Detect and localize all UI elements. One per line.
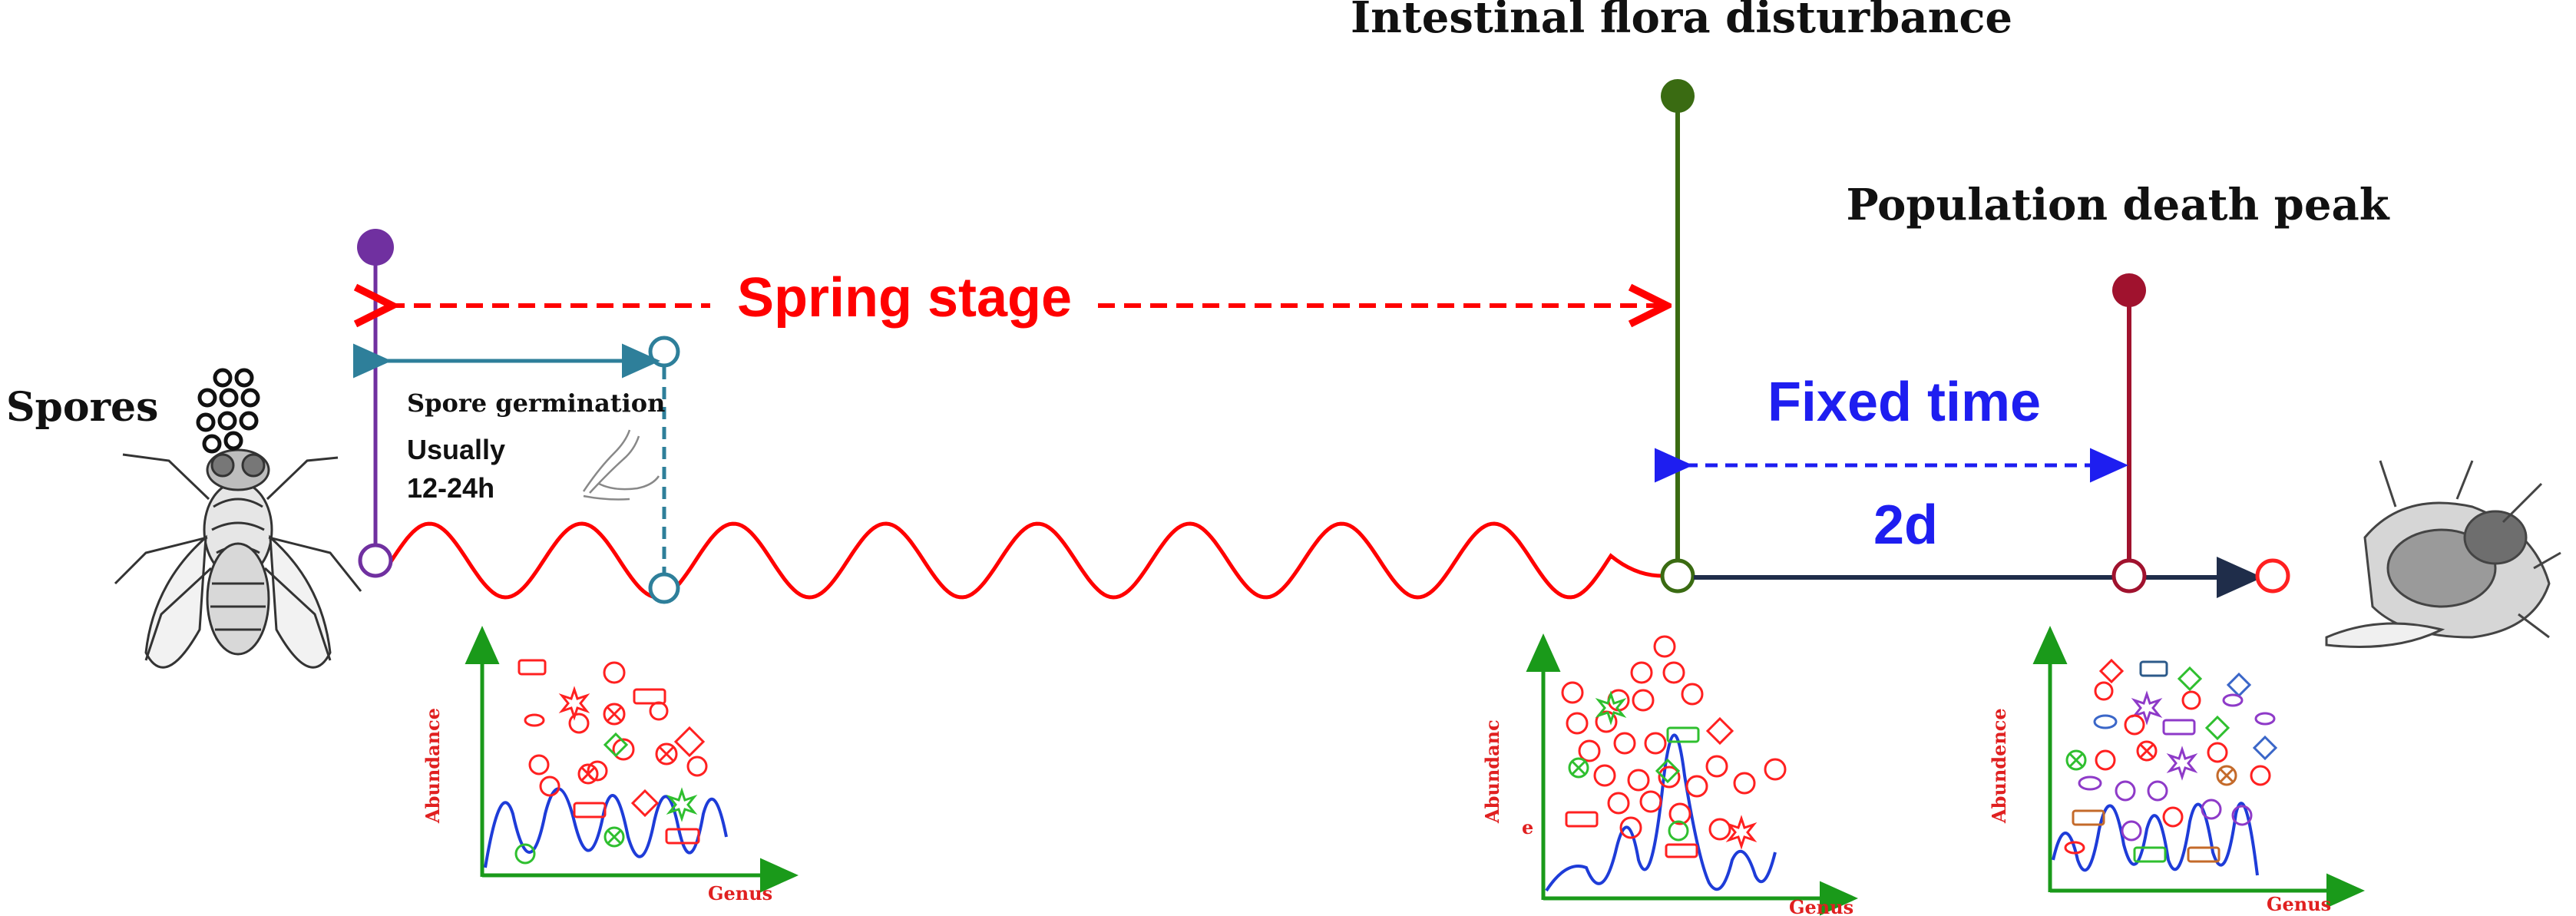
fixed-time-label: Fixed time xyxy=(1767,372,2041,433)
plot1-ylabel: Abundance xyxy=(422,708,444,824)
intestinal-flora-disturbance-label: Intestinal flora disturbance xyxy=(1351,0,2012,43)
plot2-ylabel-suffix: e xyxy=(1522,816,1533,838)
flora-marker-node xyxy=(1660,558,1695,594)
plot2-ylabel: Abundanc xyxy=(1481,719,1503,824)
plot3-points xyxy=(2064,658,2278,863)
plot1-points xyxy=(518,659,708,845)
plot1-curve xyxy=(484,787,728,868)
spore-germination-label: Spore germination xyxy=(407,389,665,418)
spore-marker-head xyxy=(357,229,394,266)
abundance-plot-1: Abundance Genus xyxy=(422,626,799,904)
plot3-ylabel: Abundence xyxy=(1988,708,2010,824)
timeline-end-node xyxy=(2255,558,2290,594)
plot3-curve xyxy=(2052,802,2259,876)
spore-marker-node xyxy=(358,543,393,578)
flora-marker-head xyxy=(1661,79,1695,113)
spores-cluster-icon xyxy=(196,368,260,454)
plot2-points xyxy=(1561,635,1787,858)
abundance-plot-2: Abundanc e Genus xyxy=(1481,633,1858,916)
germination-end-head xyxy=(648,336,680,368)
spring-stage-label: Spring stage xyxy=(737,267,1072,329)
duration-label: 2d xyxy=(1873,494,1938,556)
usually-label: Usually xyxy=(407,434,505,465)
plot2-points-green xyxy=(1568,690,1700,842)
spores-label: Spores xyxy=(6,384,158,431)
growth-wave xyxy=(375,521,1663,600)
plot1-points-green xyxy=(514,732,698,865)
death-marker-node xyxy=(2111,558,2147,594)
germinating-hypha-icon xyxy=(582,429,660,501)
duration-range-label: 12-24h xyxy=(407,472,494,504)
germination-end-node xyxy=(648,572,680,604)
plot1-xlabel: Genus xyxy=(708,882,772,904)
plot3-xlabel: Genus xyxy=(2267,893,2331,915)
fly-icon xyxy=(114,448,362,669)
death-marker-head xyxy=(2112,273,2146,307)
population-death-peak-label: Population death peak xyxy=(1846,180,2389,230)
abundance-plot-3: Abundence Genus xyxy=(1988,626,2365,915)
plot2-xlabel: Genus xyxy=(1789,896,1853,916)
dead-fly-icon xyxy=(2325,460,2561,648)
